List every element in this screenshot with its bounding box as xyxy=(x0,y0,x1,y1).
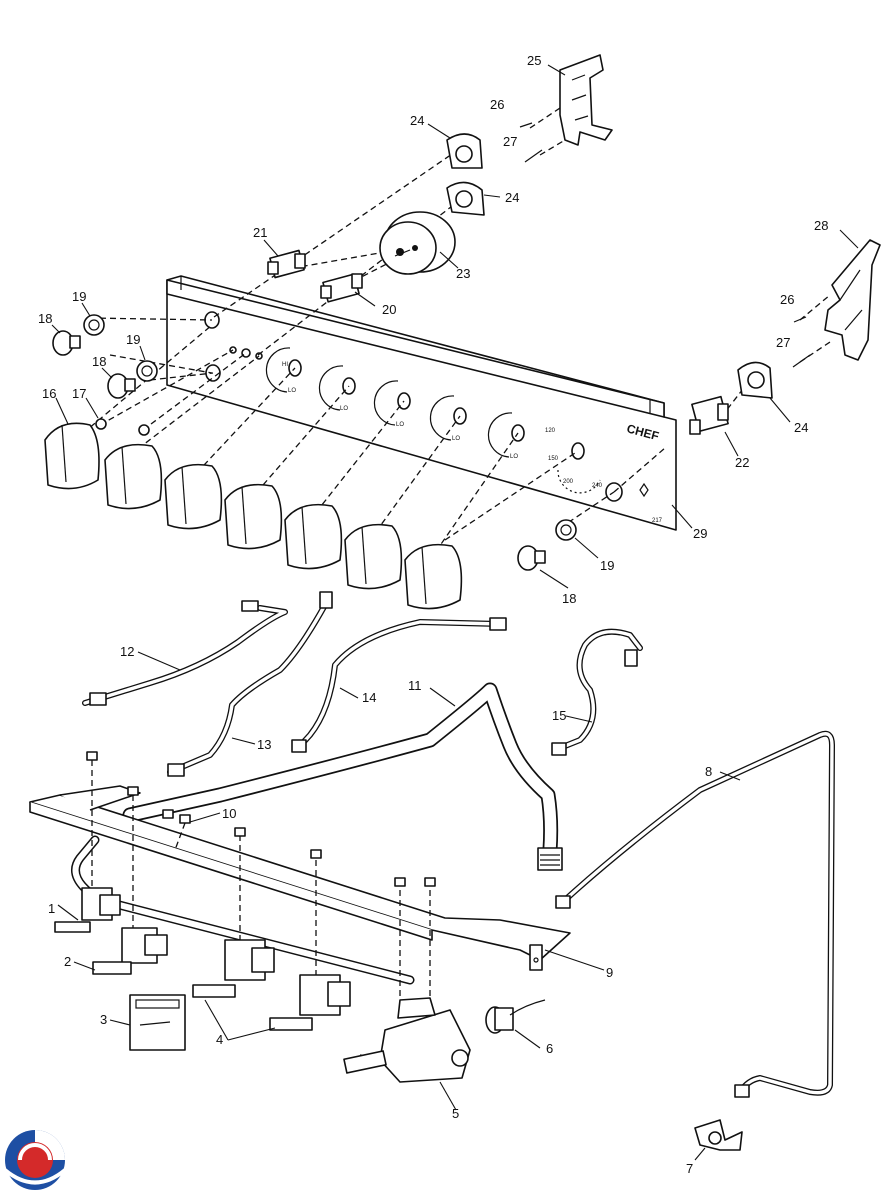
gas-tap-1 xyxy=(54,887,121,933)
thermostat-3 xyxy=(129,994,186,1051)
nut-17 xyxy=(95,418,150,436)
gas-tap-4-b xyxy=(269,974,351,1031)
callout-11: 11 xyxy=(408,678,422,693)
bracket-28 xyxy=(824,239,881,361)
svg-text:LO: LO xyxy=(340,406,348,412)
switch-21 xyxy=(267,249,306,279)
switch-22 xyxy=(689,395,729,435)
callout-19-a: 19 xyxy=(72,289,86,304)
callout-19-b: 19 xyxy=(126,332,140,347)
callout-19-c: 19 xyxy=(600,558,614,573)
timer-23 xyxy=(379,211,456,275)
pipe-13 xyxy=(167,591,333,777)
control-knob xyxy=(104,443,163,510)
control-panel: LO HI LO LO LO LO 120 150 200 240 CHEF 2… xyxy=(166,275,677,531)
svg-text:LO: LO xyxy=(288,388,296,394)
pipe-8 xyxy=(555,730,835,1098)
callout-3: 3 xyxy=(100,1012,107,1027)
gas-tap-4-a xyxy=(192,939,275,998)
callout-18-b: 18 xyxy=(92,354,106,369)
callout-24-b: 24 xyxy=(505,190,519,205)
leader-lines xyxy=(51,64,859,1161)
bezel-24-b xyxy=(446,181,485,216)
svg-text:LO: LO xyxy=(396,422,404,428)
valve-7 xyxy=(694,1119,743,1151)
oven-valve-5 xyxy=(343,997,471,1083)
gas-tap-2 xyxy=(92,927,168,975)
pipe-14 xyxy=(291,617,507,753)
callout-26-b: 26 xyxy=(780,292,794,307)
callout-20: 20 xyxy=(382,302,396,317)
svg-text:200: 200 xyxy=(563,479,574,485)
ring-19-b xyxy=(136,360,158,382)
pipe-15 xyxy=(551,628,643,756)
panel-code: 217 xyxy=(652,518,663,524)
callout-23: 23 xyxy=(456,266,470,281)
callout-numbers: 1 2 3 4 5 6 7 8 9 10 11 12 13 14 15 16 1… xyxy=(38,53,828,1176)
callout-5: 5 xyxy=(452,1106,459,1121)
callout-29: 29 xyxy=(693,526,707,541)
callout-13: 13 xyxy=(257,737,271,752)
callout-28: 28 xyxy=(814,218,828,233)
brand-logo xyxy=(3,1130,67,1190)
svg-text:LO: LO xyxy=(452,436,460,442)
control-knob xyxy=(44,422,100,490)
push-button-18-b xyxy=(107,373,136,399)
callout-24-c: 24 xyxy=(794,420,808,435)
callout-17: 17 xyxy=(72,386,86,401)
callout-15: 15 xyxy=(552,708,566,723)
bezel-24-a xyxy=(446,133,483,169)
switch-20 xyxy=(320,273,363,303)
callout-12: 12 xyxy=(120,644,134,659)
bracket-25 xyxy=(559,54,613,146)
callout-4: 4 xyxy=(216,1032,223,1047)
control-knob xyxy=(404,543,463,610)
callout-9: 9 xyxy=(606,965,613,980)
ring-19-a xyxy=(83,314,105,336)
callout-26-a: 26 xyxy=(490,97,504,112)
svg-text:240: 240 xyxy=(592,483,603,489)
callout-14: 14 xyxy=(362,690,376,705)
control-knob xyxy=(344,523,403,590)
svg-text:HI: HI xyxy=(282,362,288,368)
callout-27-a: 27 xyxy=(503,134,517,149)
assembly-lines-upper xyxy=(74,107,831,561)
push-button-18-a xyxy=(52,330,81,356)
callout-18-c: 18 xyxy=(562,591,576,606)
callout-27-b: 27 xyxy=(776,335,790,350)
svg-text:150: 150 xyxy=(548,456,559,462)
callout-18-a: 18 xyxy=(38,311,52,326)
ring-19-c xyxy=(555,519,577,541)
callout-6: 6 xyxy=(546,1041,553,1056)
callout-7: 7 xyxy=(686,1161,693,1176)
callout-1: 1 xyxy=(48,901,55,916)
callout-22: 22 xyxy=(735,455,749,470)
pipe-12 xyxy=(82,600,288,706)
callout-21: 21 xyxy=(253,225,267,240)
callout-10: 10 xyxy=(222,806,236,821)
callout-2: 2 xyxy=(64,954,71,969)
callout-16: 16 xyxy=(42,386,56,401)
control-knob xyxy=(164,463,223,530)
svg-text:LO: LO xyxy=(510,454,518,460)
control-knob xyxy=(224,483,283,550)
push-button-18-c xyxy=(517,545,546,571)
fitting-6 xyxy=(485,999,546,1034)
control-knob xyxy=(284,503,343,570)
pipe-11 xyxy=(122,682,563,871)
manifold-rail-9 xyxy=(29,785,571,971)
control-knobs-16 xyxy=(44,422,463,610)
callout-25: 25 xyxy=(527,53,541,68)
callout-24-a: 24 xyxy=(410,113,424,128)
callout-8: 8 xyxy=(705,764,712,779)
bezel-24-c xyxy=(737,361,773,399)
svg-text:120: 120 xyxy=(545,428,556,434)
screws-26-27 xyxy=(519,122,811,368)
